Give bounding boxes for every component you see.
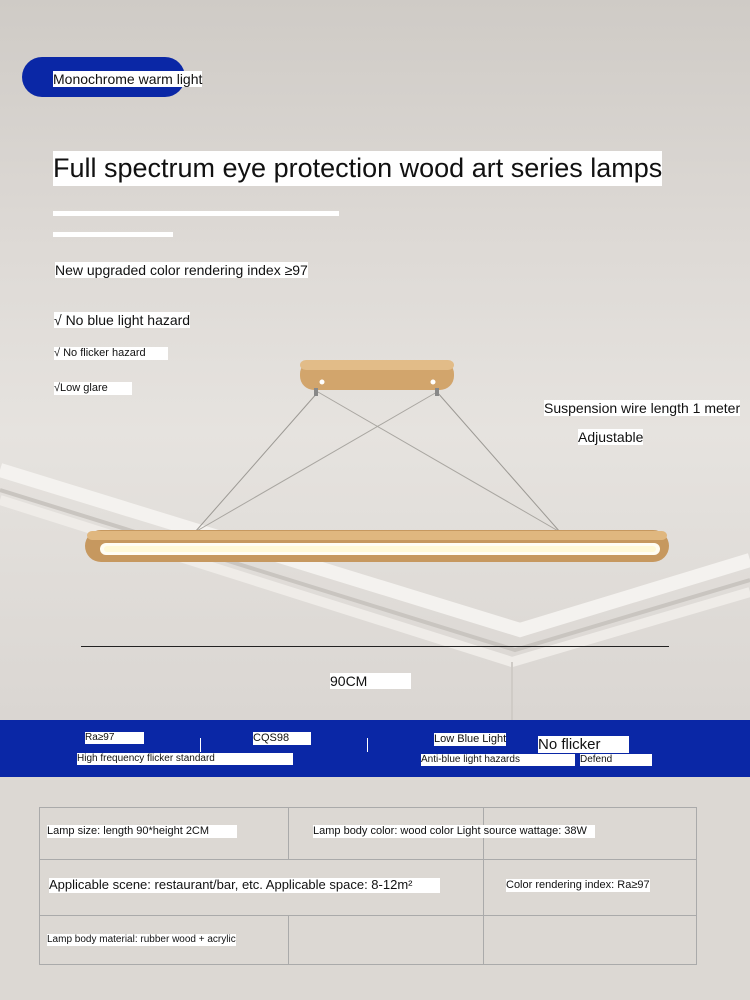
low-blue-caption: Anti-blue light hazards [421, 754, 575, 766]
suspension-note: Suspension wire length 1 meter [544, 400, 741, 417]
spec-body-color: Lamp body color: wood color Light source… [313, 825, 595, 838]
upgrade-note: New upgraded color rendering index ≥97 [55, 262, 308, 279]
ra-badge: Ra≥97 [85, 732, 145, 744]
feature-low-glare: √Low glare [54, 382, 132, 395]
feature-no-blue-light: √ No blue light hazard [54, 312, 191, 329]
feature-no-flicker: √ No flicker hazard [54, 347, 168, 360]
table-rule [40, 915, 696, 916]
fine-print-line [53, 232, 173, 237]
adjustable-note: Adjustable [578, 429, 644, 446]
low-blue-badge: Low Blue Light [434, 733, 507, 746]
table-rule [483, 915, 484, 964]
divider [367, 738, 368, 752]
spec-scene: Applicable scene: restaurant/bar, etc. A… [49, 877, 440, 893]
lamp-illustration [0, 360, 750, 720]
no-flicker-caption: Defend [580, 754, 653, 766]
warm-light-badge: Monochrome warm light [53, 71, 203, 88]
spec-lamp-size: Lamp size: length 90*height 2CM [47, 825, 238, 838]
table-rule [40, 859, 696, 860]
table-rule [483, 859, 484, 915]
length-label: 90CM [330, 673, 412, 690]
table-rule [288, 808, 289, 859]
divider [200, 738, 201, 752]
feature-band: Ra≥97 High frequency flicker standard CQ… [0, 720, 750, 777]
dimension-line [81, 646, 669, 647]
spec-cri: Color rendering index: Ra≥97 [506, 879, 650, 892]
fine-print-line [53, 211, 339, 216]
ra-caption: High frequency flicker standard [77, 753, 293, 765]
table-rule [288, 915, 289, 964]
spec-table: Lamp size: length 90*height 2CM Lamp bod… [39, 807, 697, 965]
cqs-badge: CQS98 [253, 732, 312, 745]
page-title: Full spectrum eye protection wood art se… [53, 151, 663, 187]
product-scene: Monochrome warm light Full spectrum eye … [0, 0, 750, 720]
no-flicker-badge: No flicker [538, 736, 629, 754]
spec-material: Lamp body material: rubber wood + acryli… [47, 934, 236, 946]
